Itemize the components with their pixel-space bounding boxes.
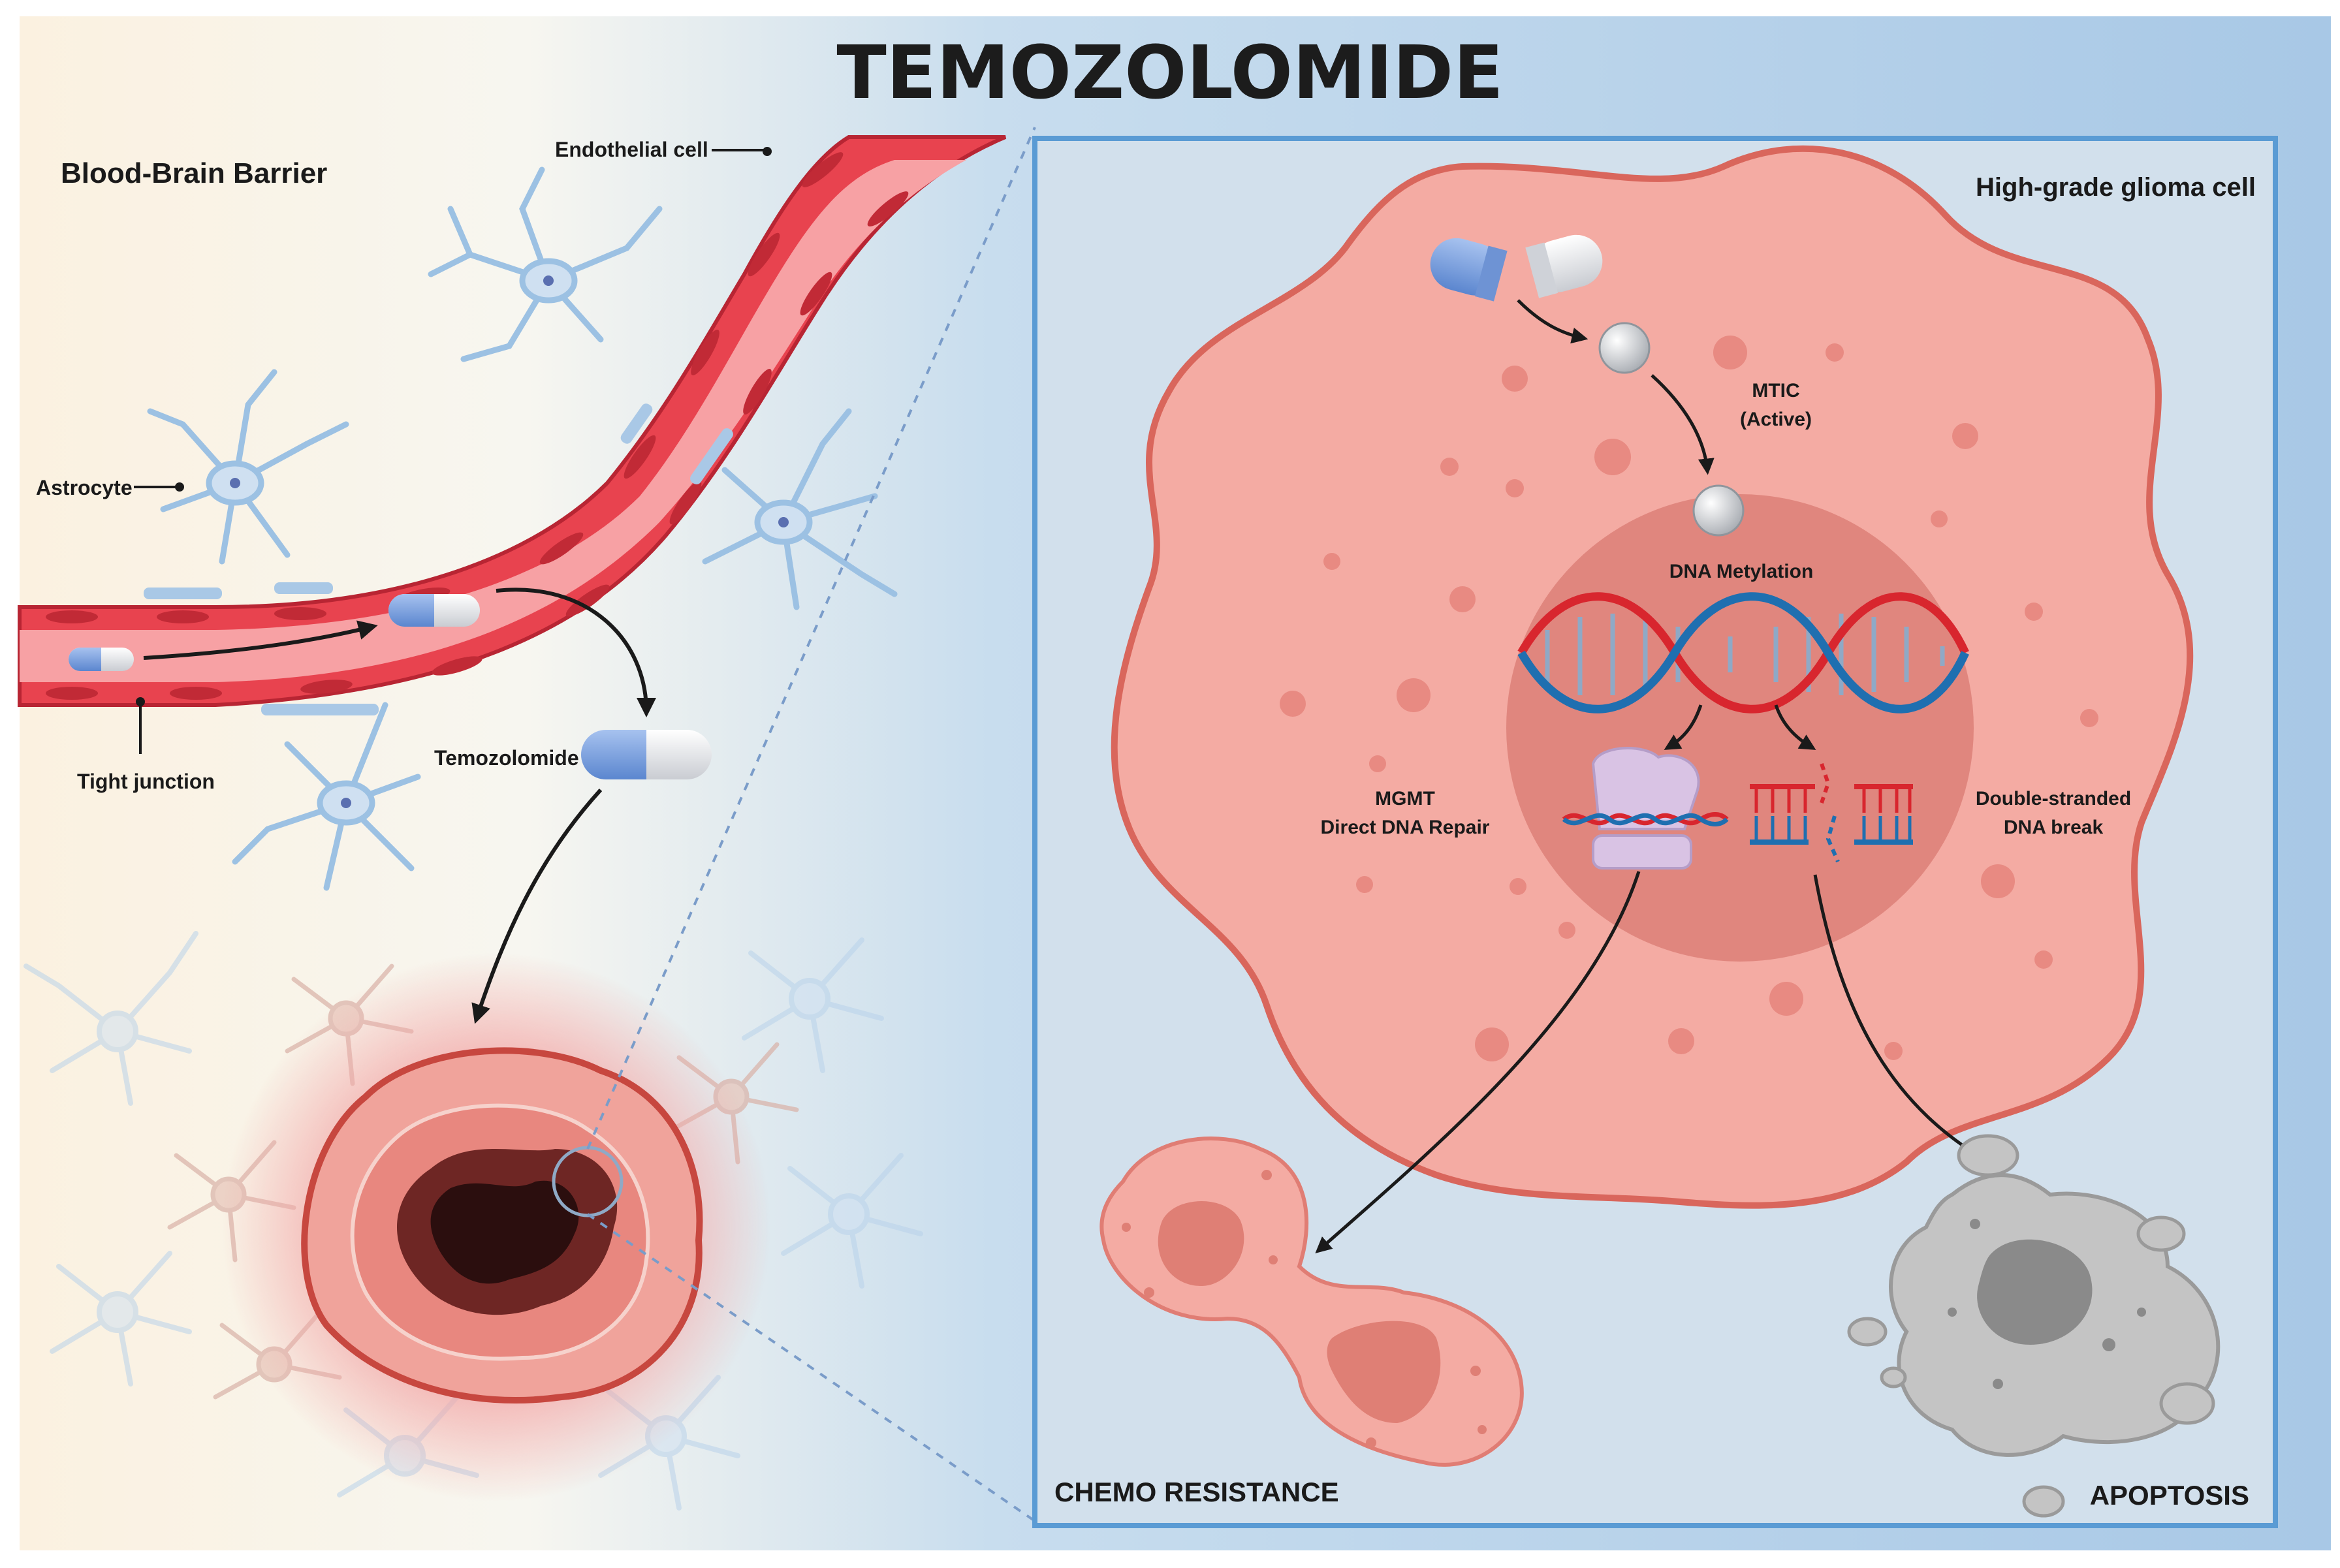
chemo-resistant-cell bbox=[1099, 1137, 1524, 1467]
leader-dot-endothelial bbox=[763, 147, 772, 156]
endothelial-nuclei bbox=[46, 152, 909, 700]
bbb-heading: Blood-Brain Barrier bbox=[61, 157, 327, 189]
arrow-to-dsb bbox=[1774, 704, 1816, 750]
capsule-in-vessel-large bbox=[388, 594, 480, 627]
temozolomide-capsule bbox=[581, 730, 712, 779]
blood-brain-barrier-panel: Blood-Brain Barrier Endothelial cell Ast… bbox=[18, 135, 1007, 1511]
arrow-crossing-bbb bbox=[496, 588, 656, 717]
mtic-sphere bbox=[1598, 322, 1651, 374]
glioma-cell-panel: High-grade glioma cell MTIC (Active) DNA… bbox=[1032, 136, 2278, 1528]
label-mgmt: MGMT bbox=[1375, 788, 1435, 809]
label-astrocyte: Astrocyte bbox=[36, 476, 133, 499]
label-endothelial-cell: Endothelial cell bbox=[555, 138, 708, 161]
cytoplasm-vesicles bbox=[1280, 336, 2098, 1061]
zoom-line-top bbox=[586, 127, 1036, 1150]
label-chemo-resistance: CHEMO RESISTANCE bbox=[1054, 1477, 1339, 1507]
blood-vessel bbox=[18, 135, 1007, 715]
vessel-lumen bbox=[20, 160, 966, 682]
tumor bbox=[222, 953, 770, 1501]
tmz-capsule-opening bbox=[1430, 234, 1603, 302]
label-mgmt-repair: Direct DNA Repair bbox=[1321, 817, 1490, 838]
dna-helix bbox=[1517, 592, 1969, 713]
label-dna-break: DNA break bbox=[2004, 817, 2104, 838]
capsule-in-vessel-small bbox=[69, 648, 134, 671]
arrow-to-chemo-resistance bbox=[1315, 871, 1641, 1253]
label-tight-junction: Tight junction bbox=[77, 770, 215, 793]
label-mtic-active: (Active) bbox=[1740, 409, 1812, 430]
label-apoptosis: APOPTOSIS bbox=[2090, 1480, 2249, 1511]
label-double-stranded: Double-stranded bbox=[1976, 788, 2131, 809]
astrocyte-cells bbox=[147, 166, 898, 891]
leader-dot-astrocyte bbox=[175, 482, 184, 492]
label-mtic: MTIC bbox=[1752, 380, 1799, 401]
arrow-to-nucleus bbox=[1651, 374, 1715, 475]
methyl-sphere bbox=[1692, 484, 1745, 537]
arrow-vessel-flow bbox=[143, 620, 378, 660]
glioma-heading: High-grade glioma cell bbox=[1976, 173, 2256, 202]
astrocyte-end-feet bbox=[144, 403, 733, 715]
label-dna-methylation: DNA Metylation bbox=[1669, 561, 1814, 582]
arrow-to-tumor bbox=[471, 788, 603, 1024]
dsb-dna bbox=[1750, 763, 1913, 863]
arrow-to-apoptosis bbox=[1813, 874, 1999, 1168]
arrow-to-mtic bbox=[1517, 299, 1589, 344]
leader-dot-tight-junction bbox=[136, 697, 145, 706]
apoptotic-cell bbox=[1847, 1134, 2221, 1518]
arrow-to-mgmt bbox=[1664, 704, 1703, 750]
page-title: TEMOZOLOMIDE bbox=[836, 31, 1503, 116]
zoom-line-bottom bbox=[586, 1213, 1036, 1522]
mgmt-protein bbox=[1562, 747, 1729, 870]
label-temozolomide: Temozolomide bbox=[434, 746, 579, 770]
